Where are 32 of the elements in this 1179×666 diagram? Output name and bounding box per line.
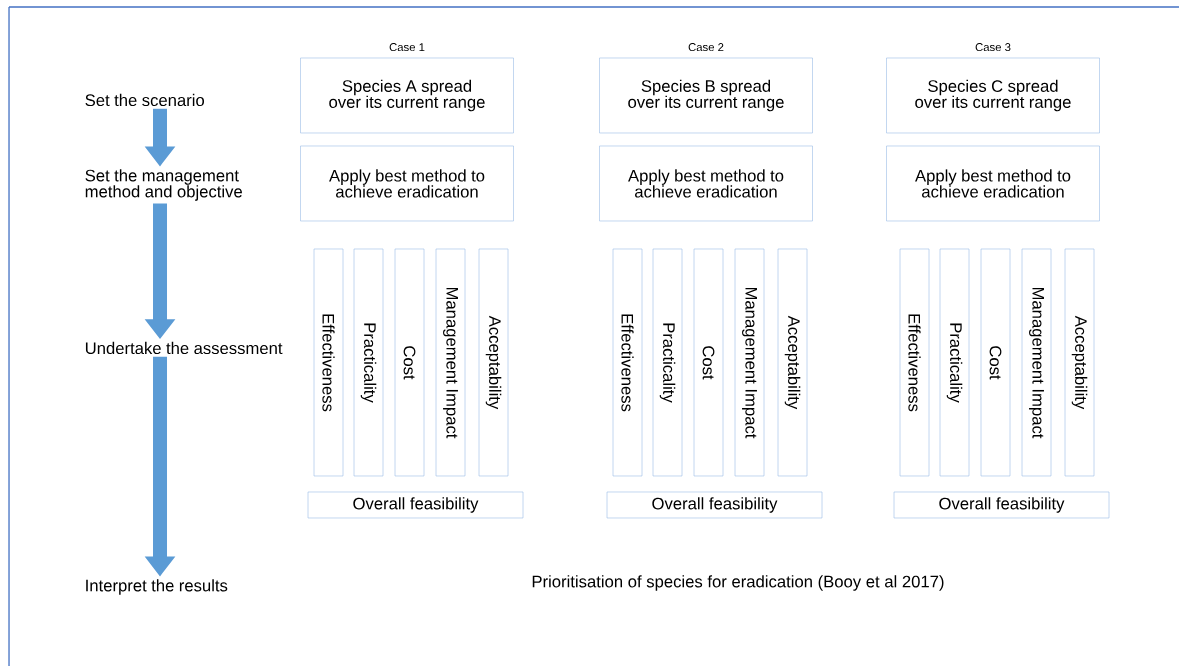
case-label: Case 1 bbox=[389, 43, 425, 52]
text-box: Species A spread over its current range bbox=[300, 57, 514, 134]
case-label: Case 2 bbox=[688, 43, 724, 52]
criterion-box: Practicality bbox=[652, 248, 683, 477]
criterion-box: Practicality bbox=[939, 248, 970, 477]
step-label: Set the management method and objective bbox=[85, 169, 242, 201]
criterion-box: Effectiveness bbox=[612, 248, 643, 477]
criterion-box: Management Impact bbox=[1021, 248, 1052, 477]
text-box: Overall feasibility bbox=[893, 491, 1110, 519]
case-label: Case 3 bbox=[975, 43, 1011, 52]
step-label: Set the scenario bbox=[85, 93, 205, 107]
criterion-box: Cost bbox=[693, 248, 724, 477]
criterion-box: Cost bbox=[394, 248, 425, 477]
caption: Prioritisation of species for eradication (Booy et al 2017) bbox=[532, 575, 944, 591]
criterion-box: Effectiveness bbox=[313, 248, 344, 477]
text-box: Apply best method to achieve eradication bbox=[300, 145, 514, 222]
text-box: Overall feasibility bbox=[606, 491, 823, 519]
text-box: Overall feasibility bbox=[307, 491, 524, 519]
text-box: Apply best method to achieve eradication bbox=[886, 145, 1100, 222]
text-box: Apply best method to achieve eradication bbox=[599, 145, 813, 222]
criterion-box: Effectiveness bbox=[899, 248, 930, 477]
criterion-box: Cost bbox=[980, 248, 1011, 477]
text-box: Species C spread over its current range bbox=[886, 57, 1100, 134]
step-label: Interpret the results bbox=[86, 579, 228, 595]
criterion-box: Management Impact bbox=[435, 248, 466, 477]
text-box: Species B spread over its current range bbox=[599, 57, 813, 134]
step-label: Undertake the assessment bbox=[85, 341, 283, 355]
criterion-box: Acceptability bbox=[1064, 248, 1095, 477]
criterion-box: Management Impact bbox=[734, 248, 765, 477]
criterion-box: Acceptability bbox=[478, 248, 509, 477]
criterion-box: Practicality bbox=[353, 248, 384, 477]
criterion-box: Acceptability bbox=[777, 248, 808, 477]
